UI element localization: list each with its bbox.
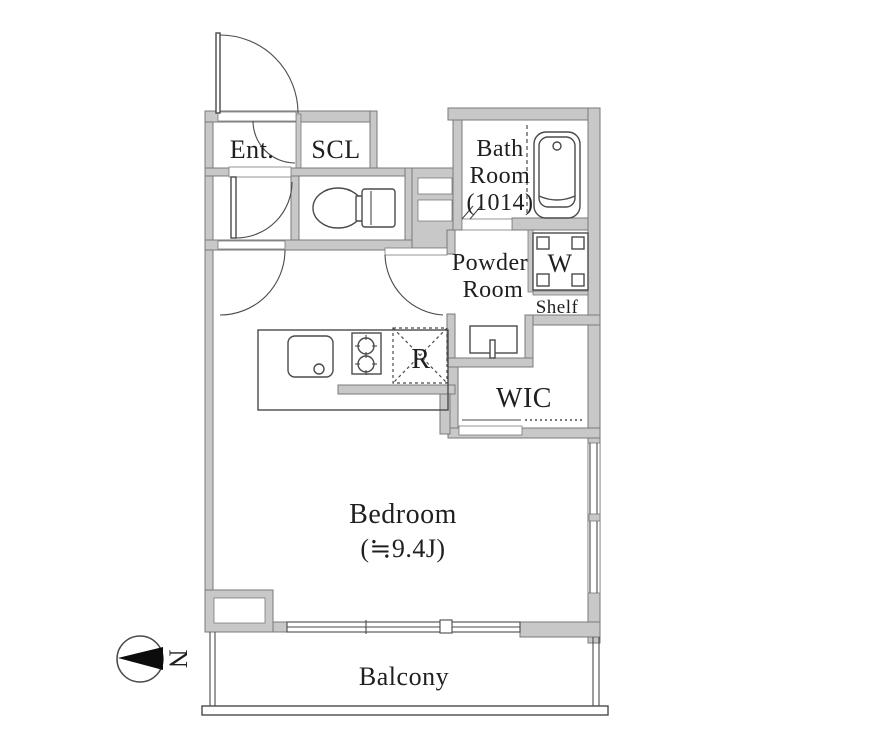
refrigerator-space <box>392 327 448 384</box>
wic-door-leaf <box>458 425 523 436</box>
kitchen-half-wall <box>337 384 456 395</box>
fixtures-layer <box>257 125 589 411</box>
entrance-inner-door-arc <box>252 120 296 164</box>
sink-icon <box>287 335 334 378</box>
openings-layer <box>213 111 513 624</box>
hall-door-leaf <box>230 176 237 239</box>
outer-wall-left <box>204 110 214 599</box>
compass: N <box>116 635 193 683</box>
bathroom-left-wall <box>452 119 463 231</box>
powder-door <box>384 247 448 316</box>
bedroom-door-leaf <box>217 240 286 250</box>
shelf-divider-wall <box>532 290 589 296</box>
kitchen-counter <box>257 327 449 411</box>
balcony-parapet <box>201 705 609 716</box>
shaft-pocket-lower <box>417 199 453 222</box>
compass-north-label: N <box>164 649 193 668</box>
washing-machine-pan-icon <box>532 232 589 291</box>
kitchen-half-wall-return <box>439 393 451 435</box>
window-center-mullion <box>439 619 453 634</box>
entrance-door-arc <box>219 34 299 114</box>
outer-wall-top-bath <box>447 107 601 121</box>
bedroom-door <box>217 240 286 316</box>
bathroom-doorway <box>461 218 513 231</box>
washbasin-bottom-wall <box>447 357 534 368</box>
shelf-label: Shelf <box>536 297 579 318</box>
washer-divider-wall <box>527 229 534 293</box>
hall-door <box>230 176 293 239</box>
entrance-doorway <box>217 111 297 122</box>
washer-pan-label: W <box>547 249 572 278</box>
bathroom-label-line1: Bath <box>476 136 523 162</box>
stove-icon <box>351 332 382 375</box>
scl-right-wall <box>369 110 378 177</box>
bedroom-label: Bedroom <box>349 499 457 530</box>
window-band <box>286 619 521 634</box>
shaft-pocket-upper <box>417 177 453 195</box>
powder-door-arc <box>384 254 444 316</box>
powder-room-label-line1: Powder <box>452 250 528 276</box>
hall-door-arc <box>235 181 293 239</box>
north-arrow-icon <box>118 647 163 670</box>
balcony-label: Balcony <box>359 662 449 691</box>
right-window-mullion <box>588 513 601 522</box>
wic-sliding-door <box>458 419 585 436</box>
bathtub-icon <box>526 125 581 219</box>
entrance-label: Ent. <box>230 135 275 164</box>
powder-room-label-line2: Room <box>463 277 524 303</box>
powder-left-wall-upper <box>446 229 456 255</box>
washbasin-icon <box>469 325 518 359</box>
balcony-structure <box>201 632 609 716</box>
shoe-closet-label: SCL <box>311 135 360 164</box>
toilet-icon <box>312 187 396 229</box>
wic-label: WIC <box>496 383 552 414</box>
bedroom-top-wall <box>204 239 413 251</box>
bedroom-size-label: (≒9.4J) <box>360 534 445 563</box>
powder-door-leaf <box>384 247 448 256</box>
bathroom-label-line2: Room <box>470 163 531 189</box>
refrigerator-label: R <box>411 344 430 375</box>
bath-door-slash-2 <box>469 205 482 220</box>
entrance-door <box>215 32 299 164</box>
ent-scl-divider-wall <box>295 113 302 177</box>
entrance-door-leaf <box>215 32 221 114</box>
bathroom-label-line3: (1014) <box>467 190 534 216</box>
labels-layer: Ent. SCL Bath Room (1014) Powder Room W … <box>230 135 579 691</box>
bedroom-door-arc <box>219 249 286 316</box>
doors-layer <box>215 32 585 436</box>
sill-wall-right <box>519 621 601 638</box>
corner-pillar-void <box>213 597 266 624</box>
bath-door-slash-1 <box>461 205 474 220</box>
right-window <box>587 442 601 594</box>
bathroom-bottom-wall <box>511 217 589 231</box>
hall-doorway <box>228 166 292 178</box>
bath-folding-door <box>461 205 482 220</box>
